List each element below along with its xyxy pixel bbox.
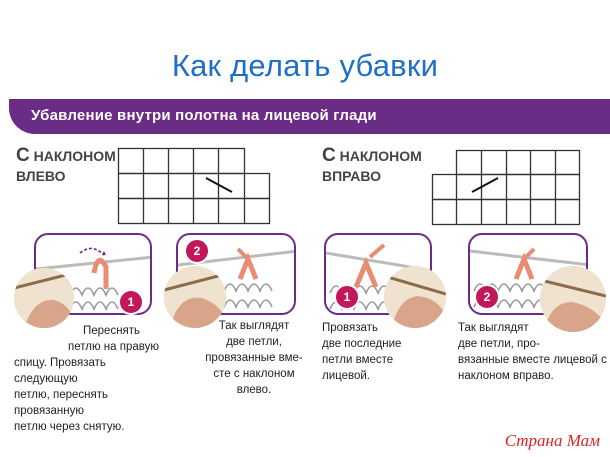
right-step1-caption: Провязать две последние петли вместе лиц…: [322, 320, 432, 384]
right-label-cap: С: [322, 145, 336, 166]
left-label-line2: ВЛЕВО: [16, 168, 66, 184]
caption-line: лицевой.: [322, 370, 370, 382]
right-decrease-chart: [431, 149, 581, 226]
caption-line: две последние: [322, 338, 402, 350]
caption-line: Провязать: [322, 322, 378, 334]
left-step2-caption: Так выглядят две петли, провязанные вме-…: [198, 318, 310, 398]
step-badge: 1: [118, 289, 144, 315]
caption-line: провязанные вме-: [205, 352, 303, 364]
caption-line: сте с наклоном влево.: [213, 368, 295, 396]
left-slant-symbol: [205, 177, 233, 193]
section-banner: Убавление внутри полотна на лицевой глад…: [9, 99, 610, 134]
right-grid-label: С НАКЛОНОМ ВПРАВО: [322, 146, 422, 186]
caption-line: спицу. Провязать следующую: [14, 357, 106, 385]
step-badge: 2: [184, 238, 210, 264]
left-label-cap: С: [16, 145, 30, 166]
caption-line: вязанные вместе лицевой с: [458, 354, 607, 366]
left-label-rest: НАКЛОНОМ: [33, 148, 116, 164]
left-step1-caption: Переснять петлю на правую спицу. Провяза…: [14, 323, 164, 435]
hand-photo-right-1: [384, 266, 446, 328]
step-badge: 2: [474, 284, 500, 310]
hand-photo-left-1: [14, 268, 74, 328]
right-slant-symbol: [471, 177, 499, 193]
caption-line: две петли,: [226, 336, 282, 348]
caption-line: петлю, переснять провязанную: [14, 389, 108, 417]
right-label-line2: ВПРАВО: [322, 168, 382, 184]
caption-line: Так выглядят: [218, 320, 290, 332]
caption-line: петлю на правую: [68, 341, 159, 353]
hand-photo-right-2: [540, 266, 606, 332]
caption-line: петлю через снятую.: [14, 421, 125, 433]
right-step2-caption: Так выглядят две петли, про- вязанные вм…: [458, 320, 608, 384]
page-title: Как делать убавки: [171, 48, 439, 83]
right-label-rest: НАКЛОНОМ: [339, 148, 422, 164]
banner-title: Убавление внутри полотна на лицевой глад…: [31, 107, 377, 124]
left-decrease-chart: [117, 147, 271, 225]
caption-line: Переснять: [83, 325, 141, 337]
caption-line: наклоном вправо.: [458, 370, 554, 382]
hand-photo-left-2: [164, 266, 226, 328]
left-grid-label: С НАКЛОНОМ ВЛЕВО: [16, 146, 116, 186]
caption-line: Так выглядят: [458, 322, 529, 334]
caption-line: две петли, про-: [458, 338, 540, 350]
step-badge: 1: [334, 284, 360, 310]
site-watermark: Страна Мам: [504, 431, 600, 450]
caption-line: петли вместе: [322, 354, 394, 366]
